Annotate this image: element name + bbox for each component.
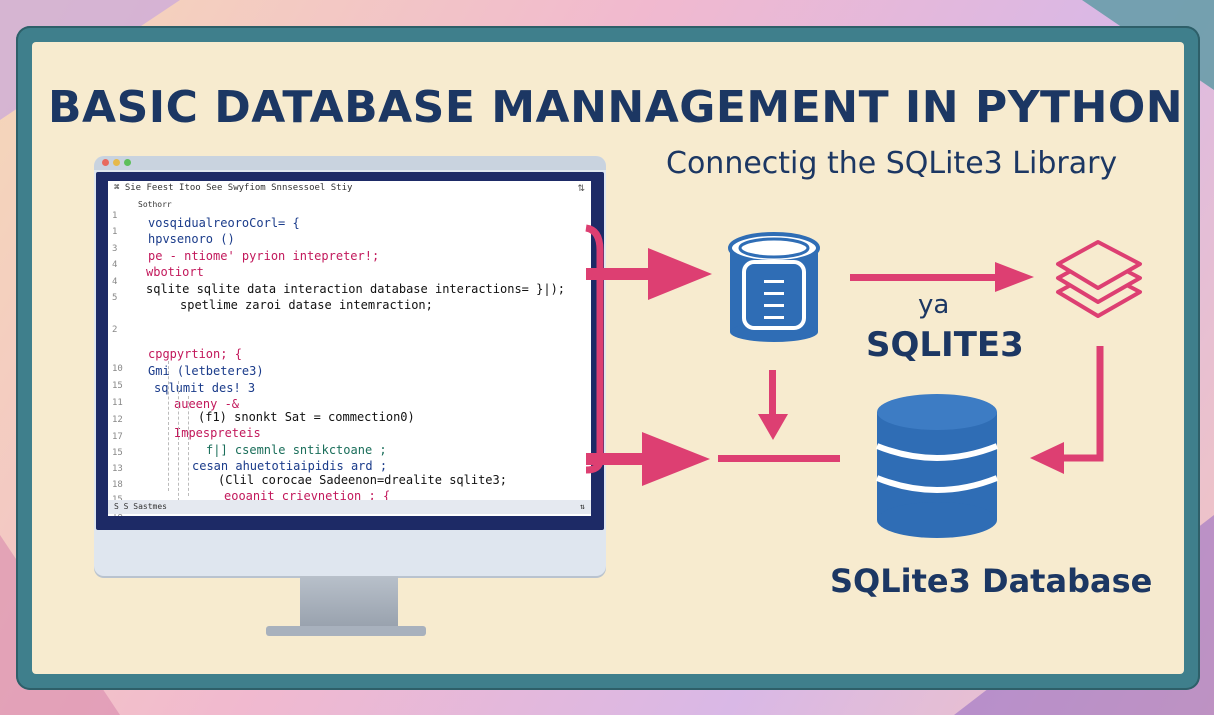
line-number: 13 (112, 464, 123, 474)
stack-layers-icon (1056, 240, 1142, 318)
line-number: 1 (112, 227, 118, 237)
line-number: 12 (112, 415, 123, 425)
code-line[interactable]: sqlite sqlite data interaction database … (146, 282, 566, 296)
code-line[interactable]: spetlime zaroi datase intemraction; (180, 298, 433, 312)
editor-menu-bar[interactable]: ⌘ Sie Feest Itoo See Swyfiom Snnsessoel … (114, 183, 353, 193)
code-line[interactable]: Gmi (letbetere3) (148, 364, 264, 378)
code-line[interactable]: Impespreteis (174, 426, 261, 440)
line-number: 11 (112, 398, 123, 408)
line-number: 4 (112, 260, 118, 270)
line-number-gutter: 11344521015111217151318151815 (108, 211, 138, 516)
code-line[interactable]: sqlumit des! 3 (154, 381, 256, 395)
code-line[interactable]: (Clil corocae Sadeenon=drealite sqlite3; (218, 473, 507, 487)
scroll-icon[interactable]: ⇅ (577, 184, 585, 194)
arrow-to-database-icon (1030, 346, 1104, 474)
database-label: SQLite3 Database (830, 562, 1153, 600)
line-number: 2 (112, 325, 118, 335)
status-text: S S Sastmes (114, 502, 167, 511)
code-line[interactable]: cesan ahuetotiaipidis ard ; (192, 459, 388, 473)
code-line[interactable]: wbotiort (146, 265, 204, 279)
monitor-top-bar (94, 156, 606, 170)
minimize-dot-icon (113, 159, 120, 166)
database-icon (875, 394, 999, 538)
code-line[interactable]: eooanit crievnetion ; { (224, 489, 391, 503)
line-number: 4 (112, 277, 118, 287)
code-line[interactable]: cpgpyrtion; { (148, 347, 242, 361)
code-editor: ⌘ Sie Feest Itoo See Swyfiom Snnsessoel … (108, 181, 591, 516)
close-dot-icon (102, 159, 109, 166)
line-number: 10 (112, 364, 123, 374)
monitor-stand (300, 576, 398, 628)
line-number: 3 (112, 244, 118, 254)
page-title: BASIC DATABASE MANNAGEMENT IN PYTHON (48, 82, 1184, 133)
code-line[interactable]: aueeny -& (174, 397, 240, 411)
line-number: 15 (112, 448, 123, 458)
code-line[interactable]: f|] csemnle sntikctoane ; (206, 443, 387, 457)
line-number: 18 (112, 480, 123, 490)
indent-guide (178, 381, 179, 501)
editor-file-tab[interactable]: Sothorr (138, 200, 172, 209)
maximize-dot-icon (124, 159, 131, 166)
arrow-to-junction-icon (586, 432, 710, 486)
via-label: ya (918, 290, 950, 320)
line-number: 5 (112, 293, 118, 303)
code-line[interactable]: (f1) snonkt Sat = commection0) (198, 410, 415, 424)
status-icon: ⇅ (580, 502, 585, 511)
arrow-to-sqlite-icon (586, 248, 712, 300)
code-line[interactable]: hpvsenoro () (148, 232, 235, 246)
monitor-base (266, 626, 426, 636)
connector-bracket (585, 224, 604, 474)
down-arrow-icon (758, 370, 788, 440)
indent-guide (168, 361, 169, 491)
code-line[interactable]: vosqidualreoroCorl= { (148, 216, 300, 230)
line-number: 1 (112, 211, 118, 221)
indent-guide (188, 396, 189, 496)
junction-line (718, 455, 840, 462)
code-line[interactable]: pe - ntiome' pyrion intepreter!; (148, 249, 380, 263)
page-subtitle: Connectig the SQLite3 Library (666, 146, 1118, 181)
small-database-icon (728, 232, 820, 342)
line-number: 17 (112, 432, 123, 442)
line-number: 15 (112, 381, 123, 391)
editor-status-bar: S S Sastmes ⇅ (108, 500, 591, 514)
arrow-to-layers-icon (850, 262, 1034, 292)
sqlite3-label: SQLITE3 (866, 325, 1024, 365)
